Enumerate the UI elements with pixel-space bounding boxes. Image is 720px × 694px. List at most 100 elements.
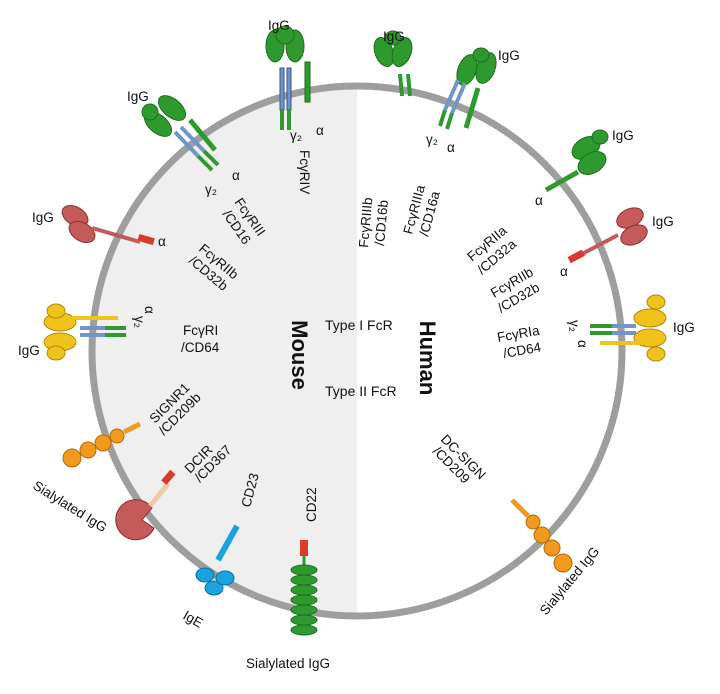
type2-fcr-label: Type II FcR (325, 383, 397, 399)
fcgriiib-label-line2: /CD16b (372, 199, 391, 246)
lectin-head (204, 580, 224, 596)
ig-domain (290, 594, 318, 606)
receptor-domain (68, 221, 96, 243)
human-fcgriiia-receptor (438, 47, 497, 130)
igg-fc-lobe (46, 303, 66, 319)
gamma2-label: γ₂ (290, 128, 302, 143)
alpha-chain (544, 169, 580, 193)
igg-label: IgG (652, 214, 674, 229)
gpi-anchor (406, 73, 412, 97)
neck-bead (543, 539, 561, 557)
igg-label: IgG (498, 48, 520, 63)
gamma-chain-tail (287, 110, 291, 130)
gamma2-chain (279, 67, 285, 111)
transmembrane-segment (300, 540, 308, 556)
human-label: Human (415, 321, 440, 396)
sialylated-igg-label-right: Sialylated IgG (537, 544, 603, 618)
ige-label: IgE (181, 608, 206, 631)
lectin-domain (115, 499, 155, 541)
receptor-stalk (581, 233, 619, 256)
gamma2-label: γ₂ (205, 182, 217, 197)
lectin-head (215, 570, 235, 586)
alpha-label: α (158, 234, 166, 249)
gamma2-chain (173, 130, 200, 158)
igg-fab-lobe (633, 328, 667, 348)
fcgria-label-line2: /CD64 (502, 339, 543, 361)
igg-fc-lobe (591, 129, 609, 145)
igg-fc-lobe (46, 345, 66, 361)
transmembrane-segment (161, 469, 176, 485)
gamma-chain-tail (445, 112, 454, 130)
mouse-cd23-receptor (195, 524, 240, 596)
fcgriiib-label-line1: FcγRIIIb (356, 197, 375, 248)
fcgri-label-line1: FcγRI (183, 323, 218, 338)
igg-label: IgG (18, 343, 40, 358)
gamma-chain-tail (438, 109, 447, 127)
receptor-stalk (122, 421, 142, 435)
mouse-fcgri-receptor (43, 303, 126, 361)
gamma2-label: γ₂ (426, 132, 438, 147)
receptor-stalk (148, 482, 170, 508)
ig-domain (290, 574, 318, 586)
neck-bead (94, 434, 112, 452)
neck-bead (525, 514, 541, 530)
alpha-label: α (316, 123, 324, 138)
gamma2-chain (179, 125, 206, 153)
lectin-head (195, 567, 215, 583)
igg-label: IgG (673, 320, 695, 335)
sialylated-igg-label-left: Sialylated IgG (30, 478, 109, 535)
ig-domain (290, 624, 318, 636)
human-fcgria-receptor (590, 294, 667, 362)
igg-fc-lobe (275, 25, 295, 45)
gamma-chain-tail (280, 110, 284, 130)
igg-fc-lobe (141, 103, 159, 121)
igg-fc-lobe (646, 294, 666, 310)
gamma2-chain (450, 82, 467, 114)
ig-domain (290, 604, 318, 616)
alpha-label: α (535, 193, 543, 208)
alpha-label: α (575, 340, 590, 348)
mouse-fcgriib-receptor (61, 205, 155, 246)
ig-domain (290, 614, 318, 626)
fcgri-label-line2: /CD64 (181, 340, 220, 355)
alpha-label: α (142, 306, 157, 314)
igg-fc-lobe (472, 47, 490, 63)
gamma2-label: γ₂ (567, 320, 582, 332)
receptor-domain (620, 224, 648, 246)
mouse-cd22-receptor (290, 540, 318, 636)
neck-bead (533, 526, 551, 544)
igg-fab-lobe (157, 95, 187, 121)
igg-fab-lobe (577, 151, 607, 175)
gamma2-chain (286, 67, 292, 111)
human-fcgriiib-receptor (373, 30, 413, 97)
gpi-anchor (398, 73, 404, 97)
mouse-fcgriii-receptor (141, 95, 220, 172)
receptor-stalk (510, 498, 530, 518)
igg-fab-lobe (391, 37, 413, 67)
igg-label: IgG (383, 29, 405, 44)
receptor-stalk (91, 226, 141, 244)
mouse-signr1-receptor (62, 421, 142, 468)
igg-label: IgG (268, 18, 290, 33)
neck-bead (109, 428, 125, 444)
ig-domain (290, 564, 318, 576)
gamma2-alpha-label: γ₂ (132, 316, 147, 328)
mouse-label: Mouse (287, 320, 312, 390)
igg-label: IgG (127, 89, 149, 104)
igg-fab-lobe (633, 308, 667, 328)
sialylated-igg-label-bottom: Sialylated IgG (246, 656, 330, 671)
lectin-domain (553, 553, 573, 573)
alpha-label: α (447, 140, 455, 155)
human-fcgriia-receptor (544, 129, 609, 193)
mouse-fcgriv-receptor (265, 25, 311, 130)
mouse-dcir-receptor (115, 469, 176, 541)
neck-bead (79, 441, 97, 459)
fcgria-label-line1: FcγRIa (496, 323, 541, 345)
human-fcgriib-receptor (567, 207, 648, 264)
transmembrane-segment (137, 233, 155, 246)
igg-fc-lobe (384, 30, 402, 46)
alpha-label: α (560, 264, 568, 279)
fcgriv-label: FcγRIV (297, 150, 312, 194)
alpha-label: α (232, 168, 240, 183)
